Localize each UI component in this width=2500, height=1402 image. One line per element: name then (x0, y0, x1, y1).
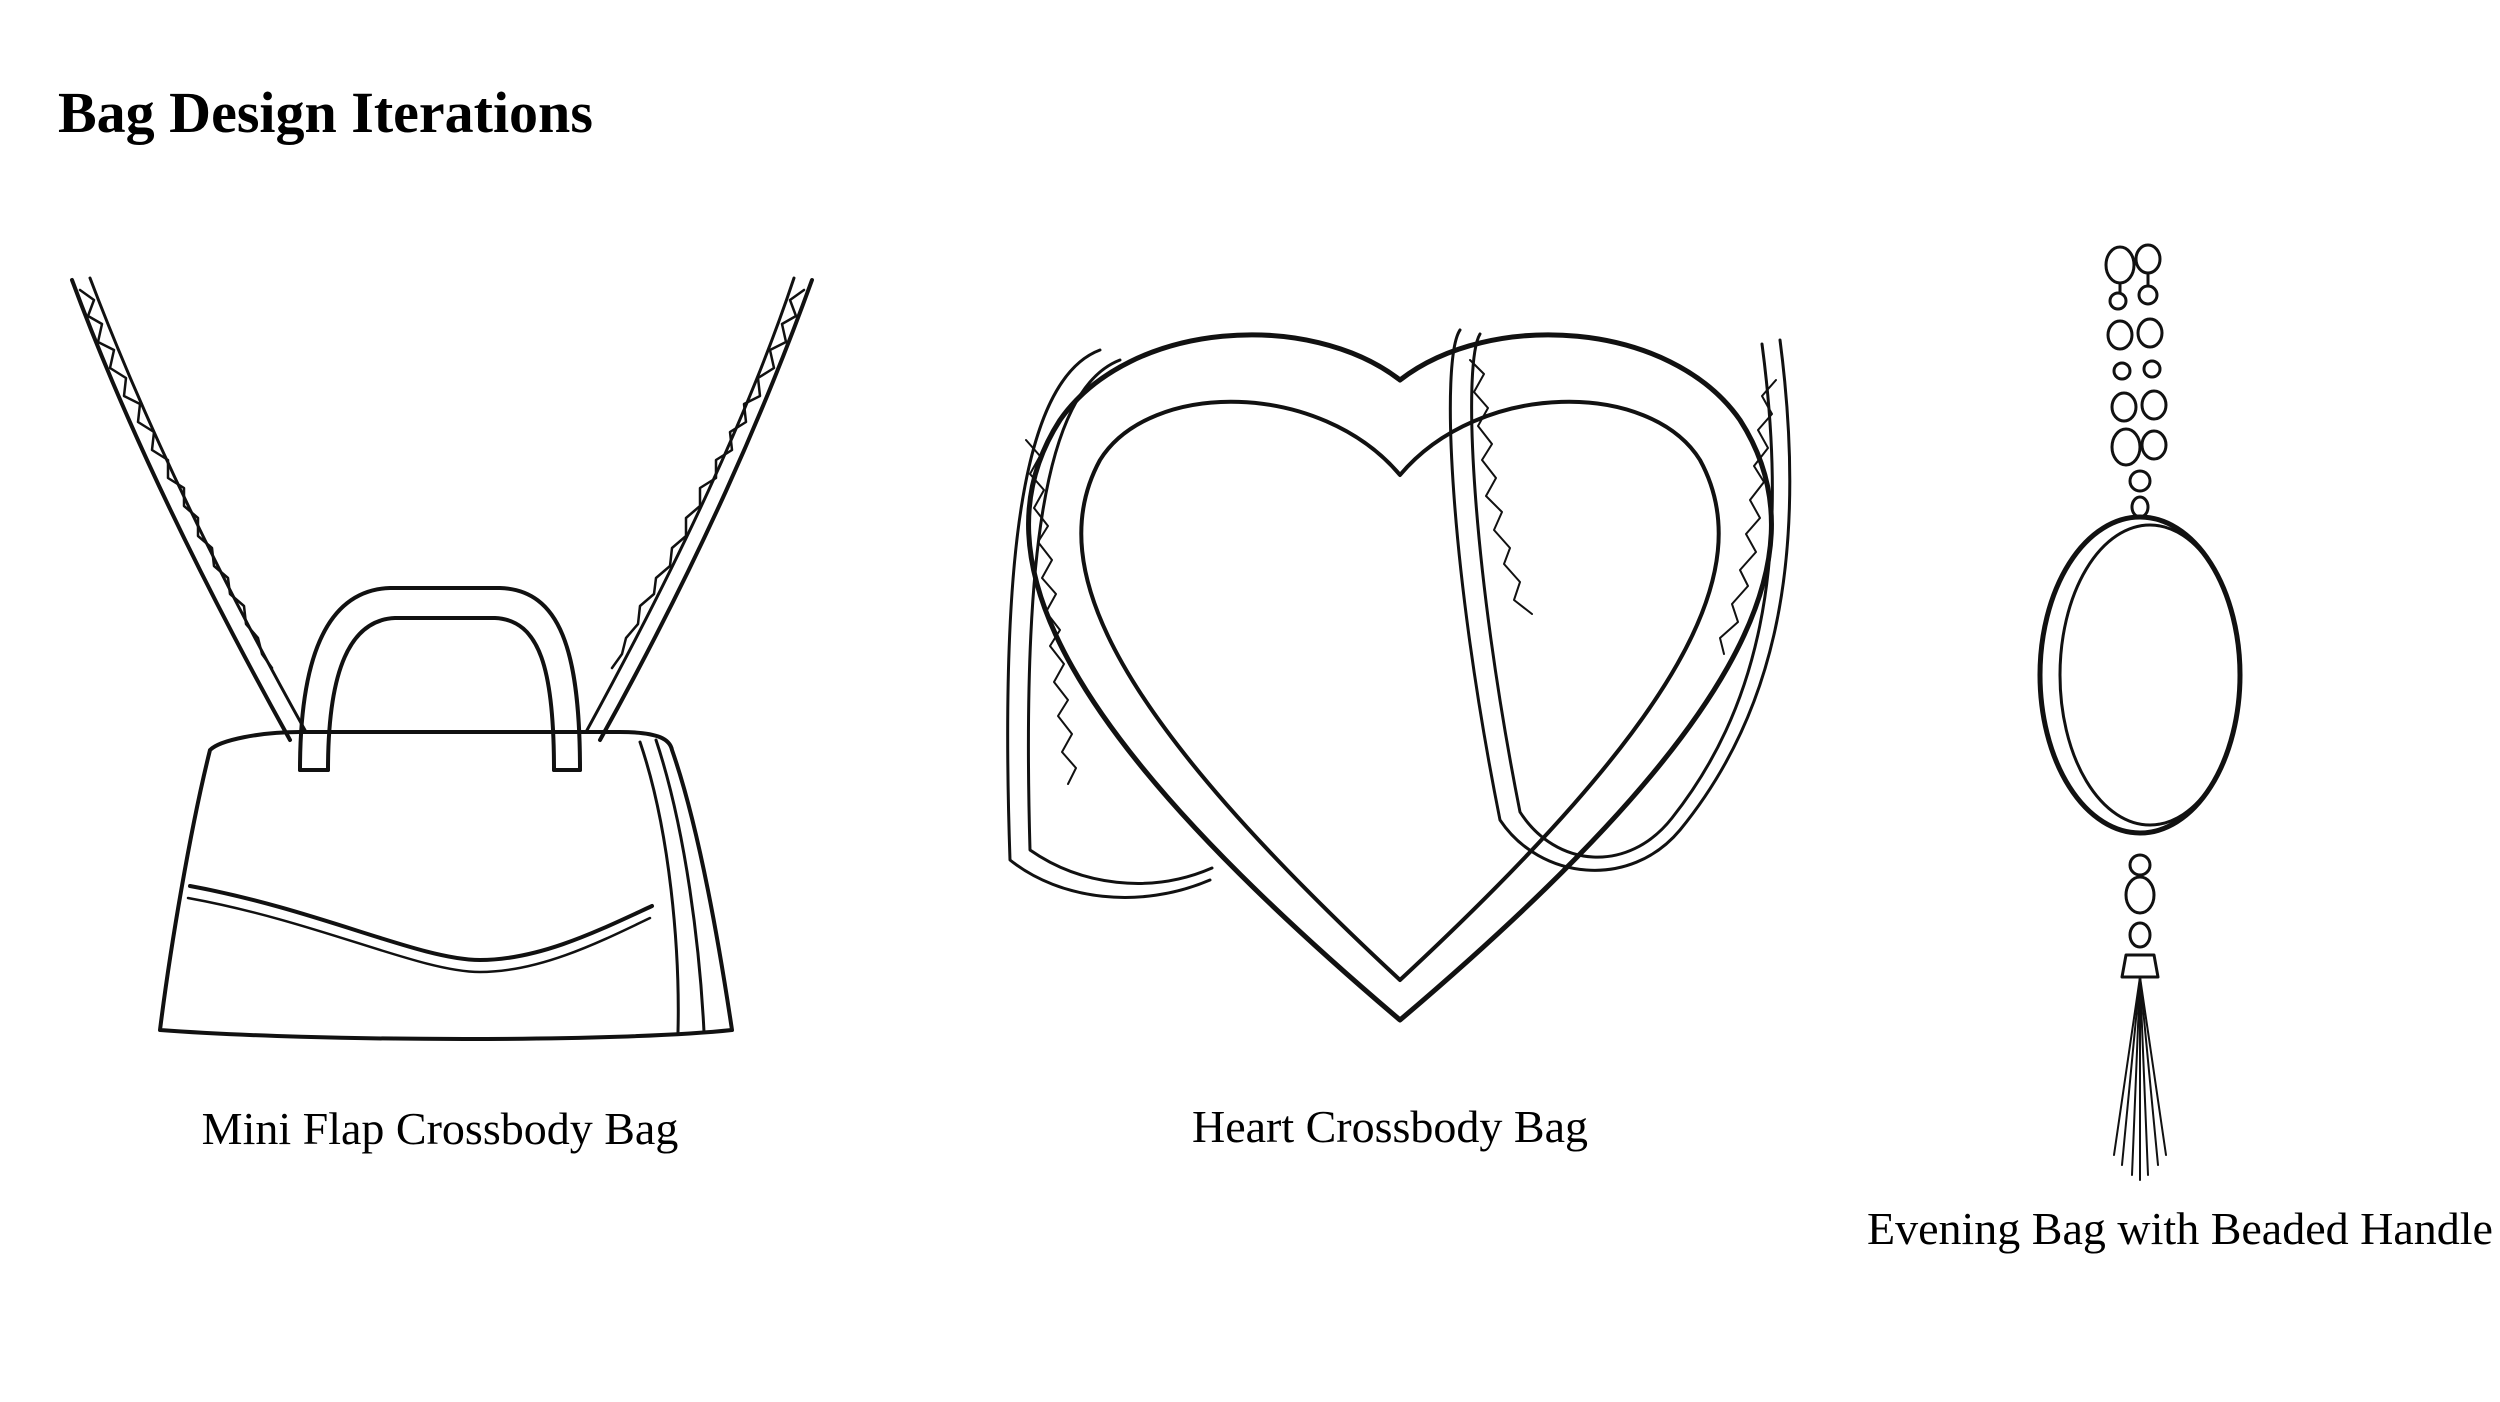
mini-flap-crossbody-bag-illustration (70, 276, 814, 1041)
chain-strap (70, 276, 814, 742)
heart-body (1026, 332, 1774, 1023)
caption-mini-flap-crossbody-bag: Mini Flap Crossbody Bag (201, 1103, 679, 1154)
page-title: Bag Design Iterations (58, 80, 593, 145)
chain-strap (1006, 328, 1792, 899)
tassel-drop (2113, 853, 2167, 1181)
front-flap (186, 884, 654, 974)
caption-evening-bag-beaded-handle: Evening Bag with Beaded Handle (1867, 1203, 2493, 1254)
evening-bag-beaded-handle-illustration (2037, 243, 2243, 1181)
caption-heart-crossbody-bag: Heart Crossbody Bag (1191, 1101, 1589, 1152)
oval-clutch-body (2037, 514, 2243, 836)
top-handle (298, 586, 582, 772)
bag-body (158, 730, 734, 1041)
beaded-handle (2104, 243, 2168, 519)
heart-crossbody-bag-illustration (1006, 328, 1792, 1023)
